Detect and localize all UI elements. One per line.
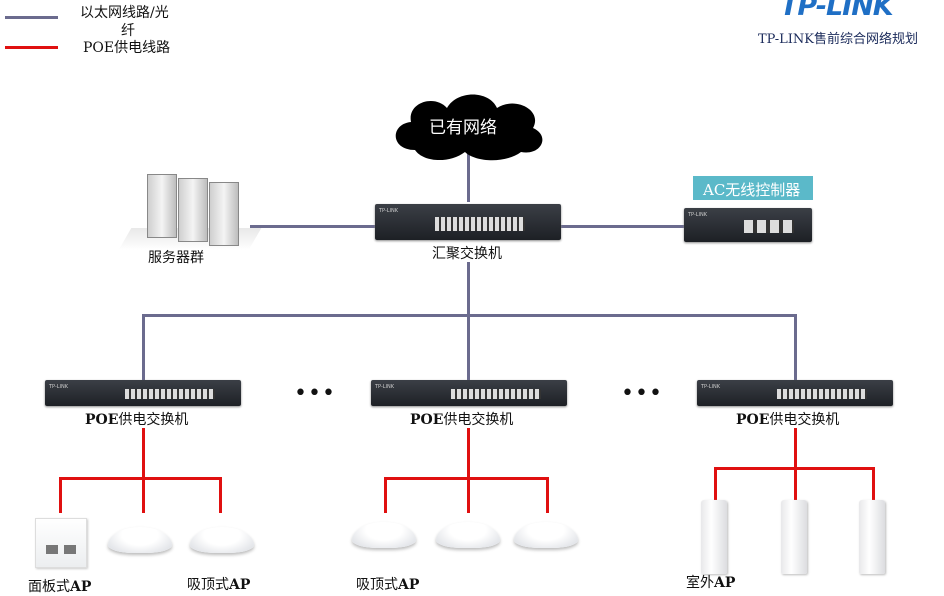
ceiling-ap-icon: [436, 522, 500, 548]
ceiling-ap-icon: [514, 522, 578, 548]
more-switches-ellipsis: •••: [621, 381, 663, 406]
poe-line: [546, 477, 549, 513]
core-switch-icon: TP-LINK: [375, 204, 561, 240]
server-icon: [147, 174, 177, 238]
tp-link-logo: TP-LINK: [780, 0, 894, 22]
poe-switch-1-icon: TP-LINK: [45, 380, 241, 406]
poe-switch-1-label: POE供电交换机: [85, 412, 189, 428]
ceiling-ap-label: 吸顶式AP: [356, 577, 420, 593]
poe-line: [467, 477, 470, 513]
legend-ethernet-label: 以太网线路/光: [80, 5, 169, 21]
ac-controller-icon: TP-LINK: [684, 208, 812, 242]
bus-to-switch1-line: [142, 314, 145, 380]
panel-ap-label: 面板式AP: [28, 579, 92, 595]
servers-label: 服务器群: [148, 250, 204, 266]
outdoor-ap-icon: [701, 500, 727, 574]
bus-to-switch3-line: [794, 314, 797, 380]
more-switches-ellipsis: •••: [294, 381, 336, 406]
cloud-icon: [395, 94, 543, 161]
brand-subtitle: TP-LINK售前综合网络规划: [758, 32, 918, 47]
server-icon: [209, 182, 239, 246]
core-switch-label: 汇聚交换机: [432, 246, 502, 262]
poe-line: [714, 467, 717, 501]
legend-poe-label: POE供电线路: [83, 40, 171, 56]
cloud-to-core-line: [467, 150, 470, 202]
poe-line: [59, 477, 62, 513]
poe-line: [59, 477, 222, 480]
ceiling-ap-label: 吸顶式AP: [187, 577, 251, 593]
ceiling-ap-icon: [190, 527, 254, 553]
cloud-label: 已有网络: [429, 118, 497, 138]
poe-line: [794, 428, 797, 468]
ceiling-ap-icon: [108, 527, 172, 553]
ac-controller-label: AC无线控制器: [703, 181, 801, 199]
ac-label-box: [693, 176, 813, 200]
legend-ethernet-label-cont: 纤: [121, 23, 135, 39]
ceiling-ap-icon: [352, 522, 416, 548]
outdoor-ap-icon: [781, 500, 807, 574]
poe-line: [794, 467, 797, 501]
poe-switch-2-icon: TP-LINK: [371, 380, 567, 406]
poe-line: [142, 428, 145, 478]
outdoor-ap-label: 室外AP: [686, 575, 736, 591]
core-down-line: [467, 262, 470, 316]
poe-switch-3-icon: TP-LINK: [697, 380, 893, 406]
servers-to-core-line: [250, 225, 376, 228]
poe-line: [872, 467, 875, 501]
core-to-ac-line: [560, 225, 686, 228]
bus-to-switch2-line: [467, 314, 470, 380]
poe-line: [384, 477, 387, 513]
legend-ethernet-line: [5, 16, 58, 19]
poe-line: [384, 477, 549, 480]
server-icon: [178, 178, 208, 242]
panel-ap-icon: [35, 518, 87, 568]
poe-line: [467, 428, 470, 478]
poe-line: [142, 477, 145, 513]
poe-switch-2-label: POE供电交换机: [410, 412, 514, 428]
outdoor-ap-icon: [859, 500, 885, 574]
poe-switch-3-label: POE供电交换机: [736, 412, 840, 428]
poe-line: [219, 477, 222, 513]
legend-poe-line: [5, 46, 58, 49]
